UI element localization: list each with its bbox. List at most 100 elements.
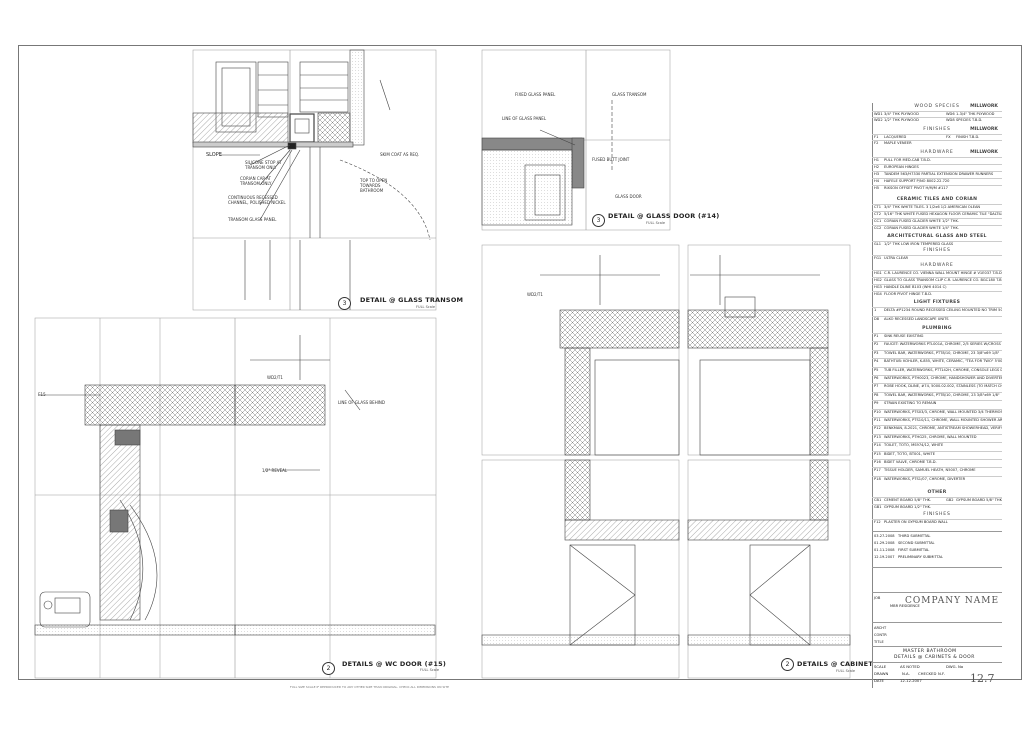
dwg-no-label: DWG. No [946,664,964,669]
schedule-code: P9 [874,401,879,406]
note-skim-coat: SKIM COAT AS REQ. [380,152,420,157]
schedule-desc: FINISH T.B.D. [956,135,980,139]
submittal-desc: SECOND SUBMITTAL [898,541,935,545]
schedule-code: P3 [874,350,879,355]
title-label: TITLE [874,640,884,644]
schedule-desc: BIDET, TOTO, BT001, WHITE [884,451,935,456]
schedule-code: P16 [874,460,881,464]
schedule-desc: BENKMAN, 8-2021, CHROME, ANTISTREAM SHOW… [884,426,1002,431]
schedule-desc: DELTA #P1234 ROUND RECESSED CEILING MOUN… [884,308,1002,312]
detail-title: DETAIL @ GLASS TRANSOM [360,296,464,304]
schedule-code: P7 [874,384,879,389]
section-hardware2: HARDWARE [920,263,954,268]
schedule-desc: C.R. LAURENCE CO. VIENNA WALL MOUNT HING… [884,271,1002,275]
drawn-label: DRAWN [874,671,889,676]
detail-title: DETAIL @ GLASS DOOR (#14) [608,212,720,220]
schedule-row: P7 ROBE HOOK, DLINE, #74, 5000.02.002, ST… [872,383,1002,388]
scale-label: SCALE [874,664,887,669]
schedule-code: P14 [874,443,881,448]
section-light: LIGHT FIXTURES [913,300,961,305]
schedule-desc: HAFELE SUPPORT P/NO 8002.22.720 [884,179,950,183]
schedule-code: CC1 [874,219,882,223]
schedule-code: P5 [874,367,879,372]
detail-number-bubble: 2 [781,658,794,671]
tag-e15: E15 [38,392,46,397]
schedule-desc: CEMENT BOARD 5/8" THK. [884,498,932,502]
submittal-date: 12.19.2007 [874,555,895,559]
schedule-desc: TISSUE HOLDER, SAMUEL HEATH, N5007, CHRO… [884,468,976,473]
section-hardware: HARDWARE MILLWORK [920,150,998,155]
schedule-panel [872,103,1003,688]
schedule-code: P15 [874,451,881,456]
schedule-code: F2 [874,141,879,145]
schedule-desc: ULTRA CLEAR [884,256,909,260]
schedule-row: H4 HAFELE SUPPORT P/NO 8002.22.720 [872,178,1002,183]
schedule-desc: WATERWORKS, PTHG25, CHROME, WALL MOUNTED [884,434,977,439]
section-other: OTHER [927,490,947,495]
submittal-desc: PRELIMINARY SUBMITTAL [898,555,943,559]
schedule-code: H4 [874,179,879,183]
note-line-glass-behind: LINE OF GLASS BEHIND [338,400,385,405]
schedule-code: P18 [874,476,881,481]
schedule-desc: WATERWORKS, PTH0023, CHROME, HANDSHOWER … [884,376,1002,380]
schedule-code: CB1 [874,498,882,502]
schedule-desc: CORIAN FUSED GLACIER WHITE 1/2" THK. [884,219,959,223]
schedule-desc: PLASTER ON GYPSUM BOARD WALL [884,520,948,524]
schedule-desc: EUROPEAN HINGES [884,165,919,169]
schedule-desc: WATERWORKS, PTS10/11, CHROME, WALL MOUNT… [884,418,1002,422]
schedule-desc: RIXSON OFFSET PIVOT H/M/M #117 [884,186,948,190]
schedule-code: P8 [874,392,879,397]
schedule-desc: PULL FOR MED-CAB T.B.D. [884,158,931,162]
schedule-code: P13 [874,434,881,439]
schedule-desc: 1/2" THK PLYWOOD [884,118,919,122]
submittal-date: 01.29.2008 [874,541,895,545]
checked-value: N.F. [938,671,945,676]
note-corian-cap: CORIAN CAP AT TRANSOM ONLY [240,176,272,186]
job-name: MBR RESIDENCE [890,604,920,608]
schedule-code: HG1 [874,271,882,275]
note-slope: SLOPE [206,152,222,158]
note-silicone: SILICONE STOP AT TRANSOM ONLY [245,160,282,170]
schedule-desc: 5/16" THK WHITE FUSED HEXAGON FLOOR CERA… [884,212,1002,216]
schedule-desc: STRAIN EXISTING TO REMAIN [884,401,937,406]
schedule-desc: BIDET VALVE, CHROME T.B.D. [884,460,937,464]
date-value: 12.12.2007 [900,678,922,683]
schedule-desc: ROBE HOOK, DLINE, #74, 5000.02.002, STAI… [884,384,1002,389]
note-line-glass-panel: LINE OF GLASS PANEL [502,116,547,121]
schedule-desc: TUB FILLER, WATERWORKS, PTT142H, CHROME,… [884,367,1002,372]
detail-number-bubble: 3 [592,214,605,227]
drawn-value: N.A. [902,671,910,676]
schedule-code: WD2 [874,118,883,122]
schedule-code: P4 [874,359,879,364]
detail-number-bubble: 2 [322,662,335,675]
schedule-code: P10 [874,409,881,414]
schedule-code: D8 [874,317,880,321]
schedule-desc: 1-3/4" THK PLYWOOD [956,112,995,116]
detail-scale: FULL Scale [420,668,440,672]
schedule-code: CT1 [874,205,881,209]
schedule-desc: 3/4" THK PLYWOOD [884,112,919,116]
sheet-number: 12.7 [970,672,995,685]
schedule-code: H2 [874,165,879,169]
schedule-desc: SINK REUSE EXISTING [884,334,924,338]
schedule-code: H3 [874,172,879,176]
drawing-title-2: DETAILS @ CABINETS & DOOR [894,655,975,660]
